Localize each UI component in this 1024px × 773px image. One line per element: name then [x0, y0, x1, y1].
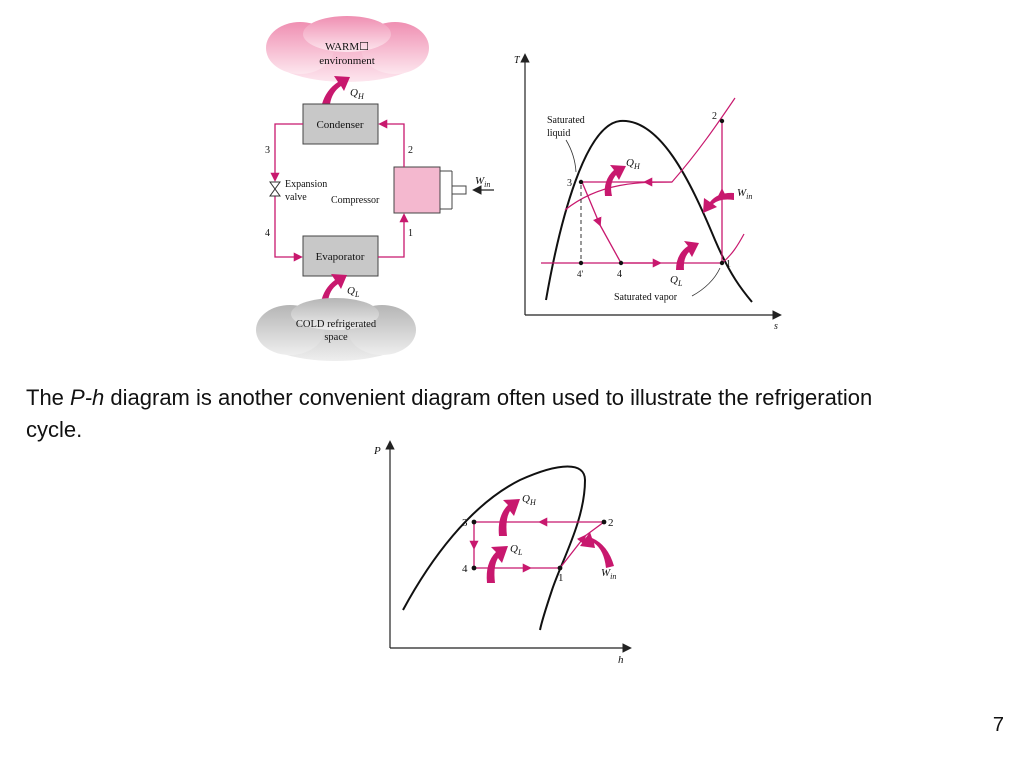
ph-saturation-dome [402, 465, 587, 631]
cold-label-line2: space [324, 332, 348, 343]
ph-label-1: 1 [558, 572, 564, 584]
system-win-label: Win [475, 175, 490, 189]
ph-win-arrow [580, 532, 614, 568]
ph-label-2: 2 [608, 517, 614, 529]
cold-label-line1: COLD refrigerated [296, 319, 377, 330]
caption-text: The P-h diagram is another convenient di… [26, 382, 906, 446]
system-qh-label: QH [350, 87, 365, 101]
caption-pre: The [26, 385, 71, 410]
ph-point-3 [471, 519, 477, 525]
ts-y-label: T [514, 55, 521, 66]
ts-win-label: Win [737, 187, 752, 201]
ts-x-label: s [774, 321, 778, 332]
ts-sat-vapor-label: Saturated vapor [614, 292, 678, 303]
ph-ql-arrow [486, 546, 508, 583]
ts-label-4: 4 [617, 269, 622, 280]
ts-sat-liquid-line2: liquid [547, 128, 570, 139]
caption-post: diagram is another convenient diagram of… [26, 385, 873, 442]
ph-y-label: P [373, 445, 381, 457]
ph-cycle-paths [469, 517, 605, 573]
warm-environment-cloud: WARM☐ environment [266, 16, 429, 82]
qh-heat-arrow [322, 76, 350, 104]
warm-label-line2: environment [319, 55, 375, 67]
system-state-2: 2 [408, 145, 413, 156]
ts-ql-arrow [676, 241, 699, 270]
ts-cycle-paths [581, 121, 727, 268]
ts-point-4prime [578, 260, 584, 266]
ts-point-3 [578, 179, 584, 185]
expansion-valve-icon [269, 181, 281, 197]
condenser-label: Condenser [316, 119, 363, 131]
ph-qh-arrow [498, 499, 520, 536]
ts-point-2 [719, 118, 725, 124]
ph-win-label: Win [601, 567, 616, 581]
system-ql-label: QL [347, 285, 360, 299]
ts-ql-label: QL [670, 274, 683, 288]
expansion-label-line2: valve [285, 192, 307, 203]
ph-diagram: P h 3 4 1 2 QH QL Win [373, 440, 632, 666]
ts-sat-liquid-line1: Saturated [547, 115, 585, 126]
system-state-3: 3 [265, 145, 270, 156]
ts-win-arrow [703, 192, 734, 213]
warm-label-line1: WARM☐ [325, 41, 369, 53]
ts-saturation-dome [545, 119, 753, 303]
refrigeration-system-schematic: WARM☐ environment QH Condenser Evaporato… [256, 16, 494, 361]
refrigerant-piping [270, 119, 409, 262]
ts-label-2: 2 [712, 111, 717, 122]
ts-diagram: T s 3 4' 4 1 2 Saturated liquid [514, 53, 782, 332]
ts-point-1 [719, 260, 725, 266]
ts-qh-arrow [604, 165, 626, 196]
ts-label-1: 1 [726, 259, 731, 270]
ph-label-3: 3 [462, 517, 468, 529]
condenser-box [302, 103, 379, 145]
compressor [393, 166, 467, 214]
evaporator-label: Evaporator [316, 251, 365, 263]
ts-sat-liquid-leader [565, 139, 577, 173]
expansion-label-line1: Expansion [285, 179, 327, 190]
ts-point-4 [618, 260, 624, 266]
ph-ql-label: QL [510, 543, 523, 557]
ph-point-4 [471, 565, 477, 571]
system-state-4: 4 [265, 228, 270, 239]
caption-term: P-h [70, 385, 105, 410]
page-number: 7 [992, 714, 1004, 736]
ph-x-label: h [618, 654, 624, 666]
ts-label-4prime: 4' [577, 269, 584, 279]
ph-qh-label: QH [522, 493, 537, 507]
ql-heat-arrow [321, 274, 347, 302]
ph-point-1 [557, 565, 563, 571]
ph-point-2 [601, 519, 607, 525]
ts-qh-label: QH [626, 157, 641, 171]
ts-label-3: 3 [567, 178, 572, 189]
ts-isobar-high [564, 97, 736, 211]
system-state-1: 1 [408, 228, 413, 239]
compressor-label: Compressor [331, 195, 380, 206]
cold-space-cloud: COLD refrigerated space [256, 298, 416, 361]
ph-label-4: 4 [462, 563, 468, 575]
ts-sat-vapor-leader [691, 267, 721, 297]
